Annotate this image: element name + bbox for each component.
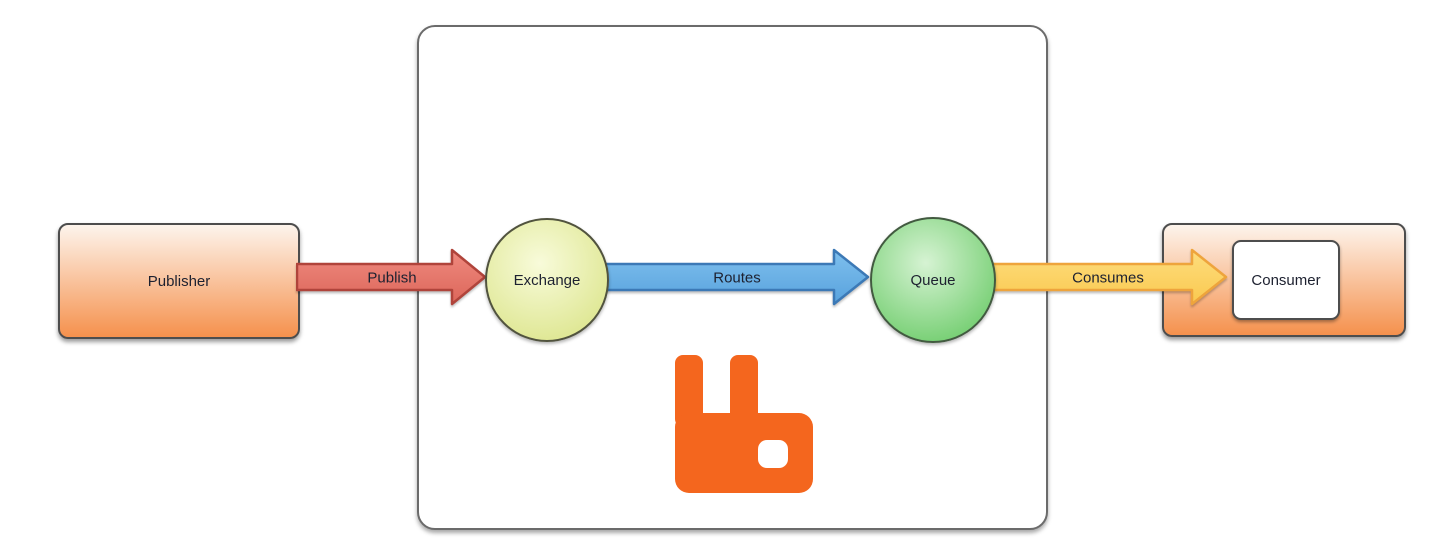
rabbit-body	[675, 413, 813, 493]
consumes-arrow-shape	[988, 248, 1228, 306]
publish-arrow-shape	[296, 248, 487, 306]
publish-arrow	[296, 248, 487, 306]
exchange-node: Exchange	[485, 218, 609, 342]
consumer-node: Consumer	[1162, 223, 1406, 337]
queue-label: Queue	[910, 271, 956, 289]
rabbitmq-logo-icon	[675, 355, 813, 493]
routes-arrow-label: Routes	[713, 269, 761, 287]
rabbit-eye	[758, 440, 788, 468]
consumer-label: Consumer	[1251, 271, 1321, 289]
consumes-arrow-label: Consumes	[1072, 269, 1144, 287]
rabbit-right-ear	[730, 355, 758, 427]
routes-arrow	[604, 248, 870, 306]
publisher-node: Publisher	[58, 223, 300, 339]
queue-node: Queue	[870, 217, 996, 343]
publisher-label: Publisher	[147, 272, 211, 290]
publish-arrow-label: Publish	[367, 269, 417, 287]
exchange-label: Exchange	[513, 271, 581, 289]
routes-arrow-shape	[604, 248, 870, 306]
consumes-arrow	[988, 248, 1228, 306]
rabbit-left-ear	[675, 355, 703, 427]
consumer-inner-box: Consumer	[1232, 240, 1340, 320]
